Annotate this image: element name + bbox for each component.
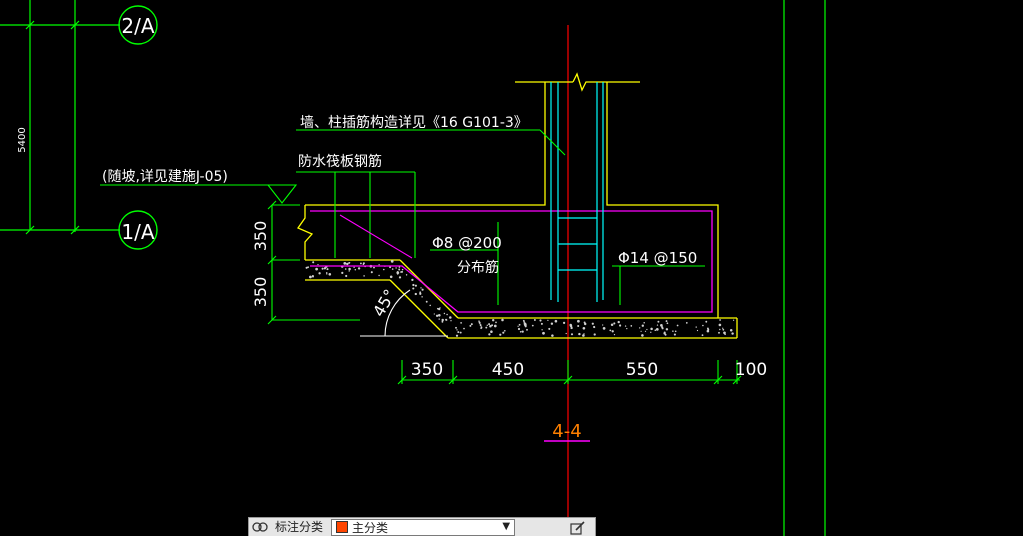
rebar-outline [310,210,713,313]
angle-text: 45° [369,286,400,320]
wall-inserts [550,82,604,302]
category-color-swatch [336,521,349,533]
dim-tick [25,225,35,235]
angle-arc [384,289,411,337]
bdim-text-3: 550 [626,360,658,380]
bdim-text-1: 350 [411,360,443,380]
bottom-dimension [397,360,742,385]
rebar-2-text: Φ14 @150 [618,249,697,267]
rebar-1-text: Φ8 @200 [432,234,502,252]
section-title: 4-4 [552,421,581,442]
vertical-dimension [267,200,360,325]
dim-tick [70,20,80,30]
bdim-text-4: 100 [735,360,767,380]
axis-bubble-2a [118,5,158,45]
axis-bubble-1a [118,210,158,250]
dim-tick [25,20,35,30]
rebar-slope-leader [339,214,413,259]
leader-lines [100,129,705,305]
wall-note-text: 墙、柱插筋构造详见《16 G101-3》 [300,114,528,131]
left-dimension-text: 5400 [17,127,28,152]
chevron-down-icon[interactable]: ▼ [502,520,511,532]
waterproof-note-text: 防水筏板钢筋 [298,153,382,170]
vdim-text-1: 350 [251,221,270,252]
category-select[interactable]: 主分类 ▼ [331,518,516,536]
axis-label-2a: 2/A [121,14,154,38]
toolbar-label: 标注分类 [275,519,324,534]
layer-states-icon[interactable] [249,518,271,536]
dim-tick [70,225,80,235]
vdim-text-2: 350 [251,277,270,308]
wall-outline [297,72,738,339]
axis-label-1a: 1/A [121,220,154,244]
bdim-text-2: 450 [492,360,524,380]
concrete-hatch [305,259,735,337]
edit-pen-icon[interactable] [567,518,589,536]
category-select-value: 主分类 [352,520,389,535]
rebar-1-sub-text: 分布筋 [457,259,499,276]
annotation-toolbar: 标注分类 主分类 ▼ [248,517,596,536]
slope-note-text: (随坡,详见建施J-05) [102,169,228,185]
